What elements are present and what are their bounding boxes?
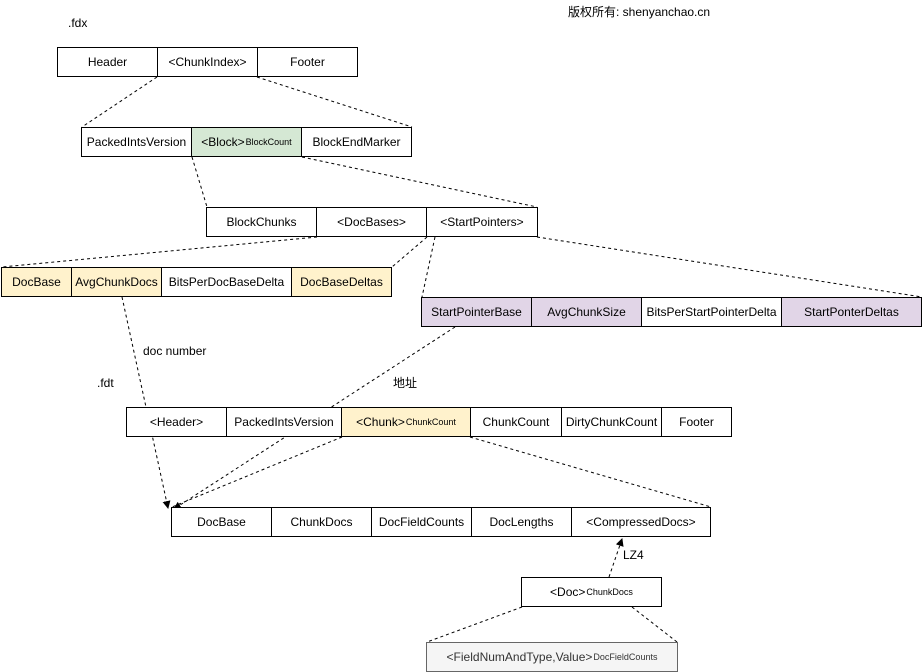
fdt-top-row: <Header> PackedIntsVersion <Chunk>ChunkC…	[126, 407, 732, 437]
docbase-cell: DocBase	[1, 267, 72, 297]
doc-field-counts-cell: DocFieldCounts	[371, 507, 472, 537]
link-doc-right	[631, 606, 678, 643]
block-cell: <Block>BlockCount	[191, 127, 302, 157]
field-counts-sup: DocFieldCounts	[593, 652, 658, 662]
fdx-top-row: Header <ChunkIndex> Footer	[57, 47, 358, 77]
link-chunkindex-left	[81, 76, 158, 128]
avg-chunk-docs-cell: AvgChunkDocs	[71, 267, 162, 297]
start-pointer-base-cell: StartPointerBase	[421, 297, 532, 327]
startpointers-cell: <StartPointers>	[426, 207, 538, 237]
chunk-cell: <Chunk>ChunkCount	[341, 407, 471, 437]
link-docbases-right	[391, 236, 428, 268]
link-block-right	[301, 156, 538, 208]
start-ponter-deltas-cell: StartPonterDeltas	[781, 297, 922, 327]
doc-lengths-cell: DocLengths	[471, 507, 572, 537]
chunk-count-sup: ChunkCount	[405, 417, 456, 427]
fdx-header-cell: Header	[57, 47, 158, 77]
bits-per-docbase-delta-cell: BitsPerDocBaseDelta	[161, 267, 292, 297]
copyright-text: 版权所有: shenyanchao.cn	[568, 5, 711, 19]
fdx-footer-cell: Footer	[257, 47, 358, 77]
bits-per-start-pointer-delta-cell: BitsPerStartPointerDelta	[641, 297, 782, 327]
chunk-row: DocBase ChunkDocs DocFieldCounts DocLeng…	[171, 507, 711, 537]
arrow-address	[173, 326, 456, 510]
link-doc-left	[426, 606, 523, 643]
block-end-marker-cell: BlockEndMarker	[301, 127, 412, 157]
chunk-docs-cell: ChunkDocs	[271, 507, 372, 537]
chunkindex-row: PackedIntsVersion <Block>BlockCount Bloc…	[81, 127, 412, 157]
link-block-left	[191, 156, 208, 208]
link-startpointers-left	[421, 236, 436, 298]
link-startpointers-right	[536, 236, 922, 298]
field-label: <FieldNumAndType,Value>	[446, 650, 593, 664]
arrow-lz4	[608, 538, 624, 578]
link-chunk-left	[171, 436, 343, 508]
doc-cell: <Doc>ChunkDocs	[521, 577, 662, 607]
docbases-row: DocBase AvgChunkDocs BitsPerDocBaseDelta…	[1, 267, 392, 297]
doc-label: <Doc>	[550, 585, 586, 599]
fdx-chunkindex-cell: <ChunkIndex>	[157, 47, 258, 77]
fdt-footer-cell: Footer	[661, 407, 732, 437]
fdx-file-label: .fdx	[68, 16, 88, 30]
docbase-deltas-cell: DocBaseDeltas	[291, 267, 392, 297]
arrow-doc-number	[121, 296, 171, 509]
link-chunk-right	[469, 436, 712, 508]
doc-row: <Doc>ChunkDocs	[521, 577, 662, 607]
lz4-label: LZ4	[623, 548, 644, 562]
doc-chunkdocs-sup: ChunkDocs	[586, 587, 633, 597]
packed-ints-version-cell: PackedIntsVersion	[81, 127, 192, 157]
startpointers-row: StartPointerBase AvgChunkSize BitsPerSta…	[421, 297, 922, 327]
compressed-docs-cell: <CompressedDocs>	[571, 507, 711, 537]
chunk-label: <Chunk>	[356, 415, 405, 429]
avg-chunk-size-cell: AvgChunkSize	[531, 297, 642, 327]
docbases-cell: <DocBases>	[316, 207, 427, 237]
fdt-file-label: .fdt	[97, 376, 114, 390]
fdt-header-cell: <Header>	[126, 407, 227, 437]
field-num-and-type-value-cell: <FieldNumAndType,Value>DocFieldCounts	[426, 642, 678, 672]
link-chunkindex-right	[256, 76, 413, 128]
field-row: <FieldNumAndType,Value>DocFieldCounts	[426, 642, 678, 672]
address-label: 地址	[393, 376, 418, 390]
block-chunks-cell: BlockChunks	[206, 207, 317, 237]
link-docbases-left	[1, 236, 318, 268]
chunk-count-cell: ChunkCount	[470, 407, 562, 437]
fdt-packed-ints-version-cell: PackedIntsVersion	[226, 407, 342, 437]
doc-number-label: doc number	[143, 344, 207, 358]
block-row: BlockChunks <DocBases> <StartPointers>	[206, 207, 538, 237]
block-count-sup: BlockCount	[245, 137, 292, 147]
block-label: <Block>	[201, 135, 245, 149]
dirty-chunk-count-cell: DirtyChunkCount	[561, 407, 662, 437]
chunk-docbase-cell: DocBase	[171, 507, 272, 537]
